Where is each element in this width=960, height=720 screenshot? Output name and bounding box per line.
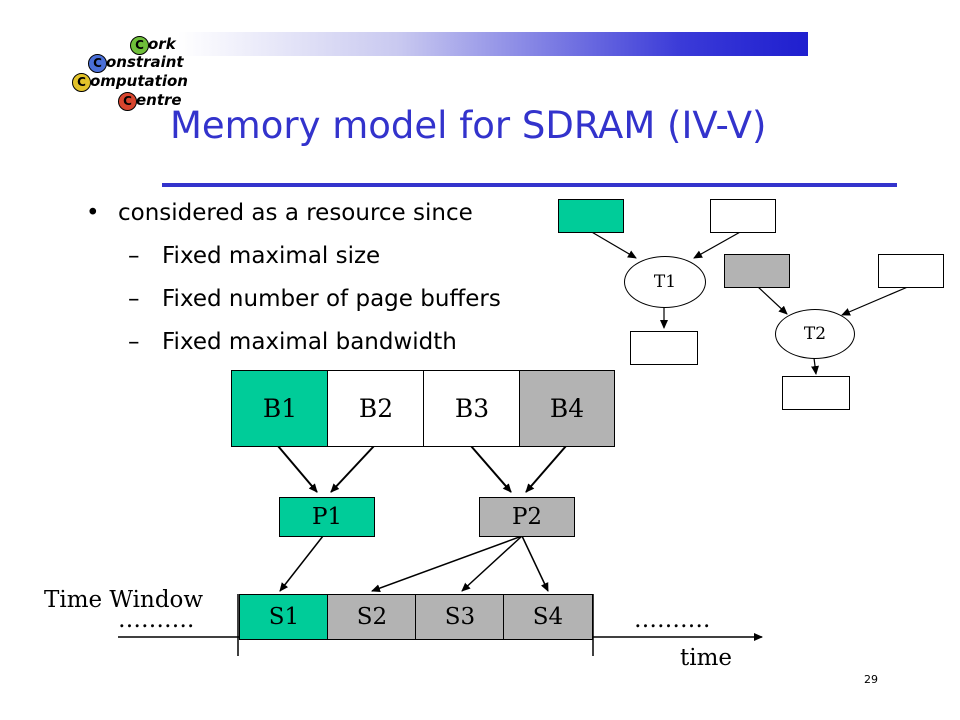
bank-b2: B2 <box>327 370 425 447</box>
resource-box-white-1 <box>710 199 776 233</box>
page-buffer-p1: P1 <box>279 497 375 537</box>
dots-left: ………. <box>118 607 195 633</box>
edge-p1-to-s1 <box>279 535 324 592</box>
edge-white-to-t2 <box>841 285 911 316</box>
edge-p2-to-s3 <box>461 535 523 592</box>
sub-bullet-3-text: Fixed maximal bandwidth <box>162 329 457 355</box>
edge-t2-to-output <box>811 357 819 375</box>
edge-b2-to-p1 <box>330 445 375 493</box>
edge-grey-to-t2 <box>756 285 788 315</box>
title-underline <box>162 183 897 187</box>
logo-word-3: omputation <box>90 72 188 90</box>
edge-b1-to-p1 <box>277 445 318 493</box>
logo-ball-1: C <box>130 36 149 55</box>
bank-b3: B3 <box>423 370 521 447</box>
sub-bullet-1: –Fixed maximal size <box>128 243 380 269</box>
sub-bullet-2: –Fixed number of page buffers <box>128 286 501 312</box>
resource-box-grey <box>724 254 790 288</box>
time-axis-label: time <box>680 645 733 671</box>
dash: – <box>128 329 140 355</box>
page-buffer-p2: P2 <box>479 497 575 537</box>
edge-teal-to-t1 <box>589 230 637 259</box>
bank-b1: B1 <box>231 370 329 447</box>
bullet-dot: • <box>86 200 100 226</box>
resource-box-teal <box>558 199 624 233</box>
logo-gradient-bar <box>178 32 808 56</box>
slide-title: Memory model for SDRAM (IV-V) <box>170 104 767 147</box>
logo-word-1: ork <box>148 35 176 53</box>
dots-right: ………. <box>634 607 711 633</box>
slot-s3: S3 <box>415 594 505 640</box>
logo-word-4: entre <box>136 91 182 109</box>
logo-ball-4: C <box>118 92 137 111</box>
logo-ball-2: C <box>88 54 107 73</box>
dash: – <box>128 243 140 269</box>
output-box-t2 <box>782 376 850 410</box>
sub-bullet-2-text: Fixed number of page buffers <box>162 286 501 312</box>
edge-b4-to-p2 <box>525 445 567 493</box>
resource-box-white-2 <box>878 254 944 288</box>
slot-s2: S2 <box>327 594 417 640</box>
edge-white-to-t1 <box>693 230 743 259</box>
task-t2: T2 <box>775 309 855 359</box>
slot-s1: S1 <box>239 594 329 640</box>
edge-p2-to-s2 <box>371 535 523 593</box>
sub-bullet-3: –Fixed maximal bandwidth <box>128 329 457 355</box>
slot-s4: S4 <box>503 594 593 640</box>
bank-b4: B4 <box>519 370 615 447</box>
edge-p2-to-s4 <box>521 535 549 592</box>
edge-b3-to-p2 <box>470 445 512 493</box>
task-t1: T1 <box>624 256 706 308</box>
sub-bullet-1-text: Fixed maximal size <box>162 243 381 269</box>
dash: – <box>128 286 140 312</box>
logo-word-2: onstraint <box>106 53 184 71</box>
output-box-t1 <box>630 331 698 365</box>
logo-ball-3: C <box>72 73 91 92</box>
bullet-main: considered as a resource since <box>118 200 473 226</box>
time-window-label: Time Window <box>44 587 204 613</box>
ccc-logo: C ork C onstraint C omputation C entre <box>62 30 192 112</box>
page-number: 29 <box>864 673 878 686</box>
